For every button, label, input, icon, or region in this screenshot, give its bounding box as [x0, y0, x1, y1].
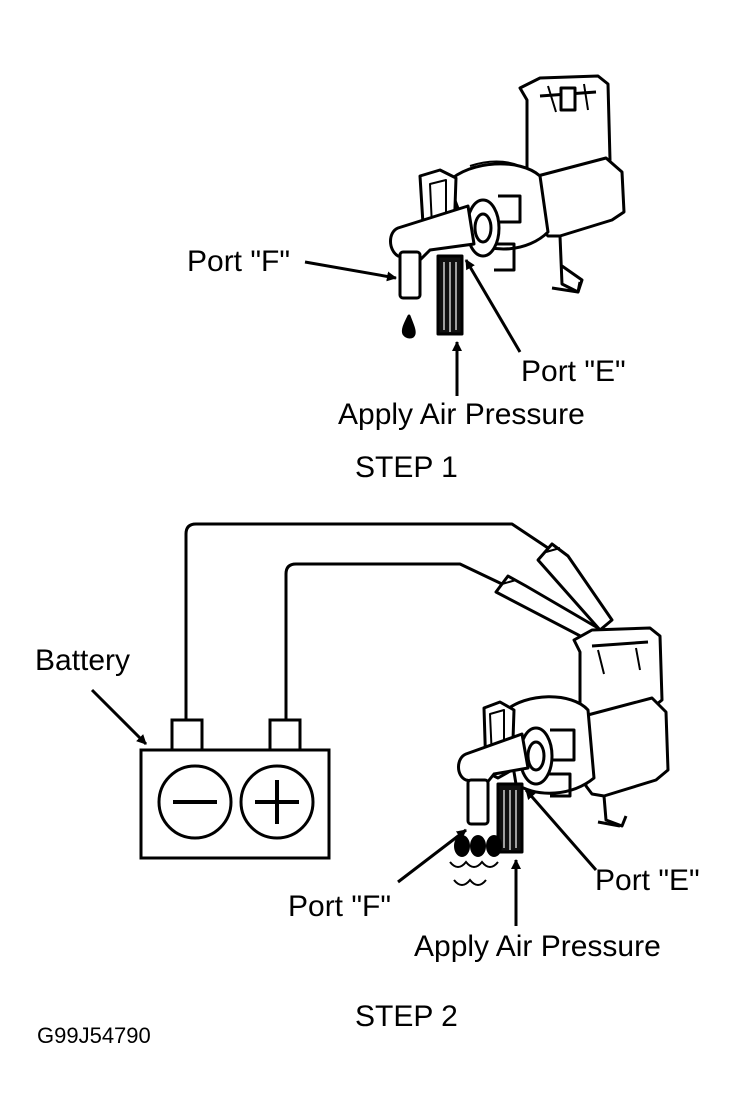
step2-title: STEP 2 [355, 1000, 458, 1033]
step2-port-f-arrow [397, 828, 467, 884]
step2-wires [184, 522, 549, 720]
step2-positive-wire [284, 562, 503, 720]
step1-port-e-arrow [464, 259, 522, 353]
step2-air-flow-puffs [449, 835, 502, 886]
step1-leader-lines [304, 259, 522, 396]
step2-test-probes [494, 542, 614, 642]
battery-label: Battery [35, 644, 131, 677]
step1-valve-illustration [389, 74, 626, 339]
battery [139, 718, 331, 860]
step2-probe-1 [536, 542, 614, 632]
battery-arrow [90, 688, 148, 746]
step1-title: STEP 1 [355, 451, 458, 484]
battery-negative-post [170, 718, 204, 752]
step1-port-f-label: Port "F" [187, 245, 290, 278]
step2-probe-2 [494, 574, 600, 642]
figure-code: G99J54790 [37, 1023, 151, 1048]
step2-apply-air-pressure-label: Apply Air Pressure [414, 930, 661, 963]
step2-leader-lines [90, 688, 598, 926]
step1-port-e-label: Port "E" [521, 355, 626, 388]
step2-port-e-label: Port "E" [595, 864, 700, 897]
battery-positive-post [268, 718, 302, 752]
step1-port-f-arrow [304, 260, 397, 282]
step2-negative-wire [184, 522, 549, 720]
step2-port-f-label: Port "F" [288, 890, 391, 923]
step2-port-e-arrow [524, 789, 598, 871]
step1-apply-air-pressure-label: Apply Air Pressure [338, 398, 585, 431]
plus-sign-icon [255, 780, 299, 824]
step2-valve-illustration [457, 626, 670, 854]
